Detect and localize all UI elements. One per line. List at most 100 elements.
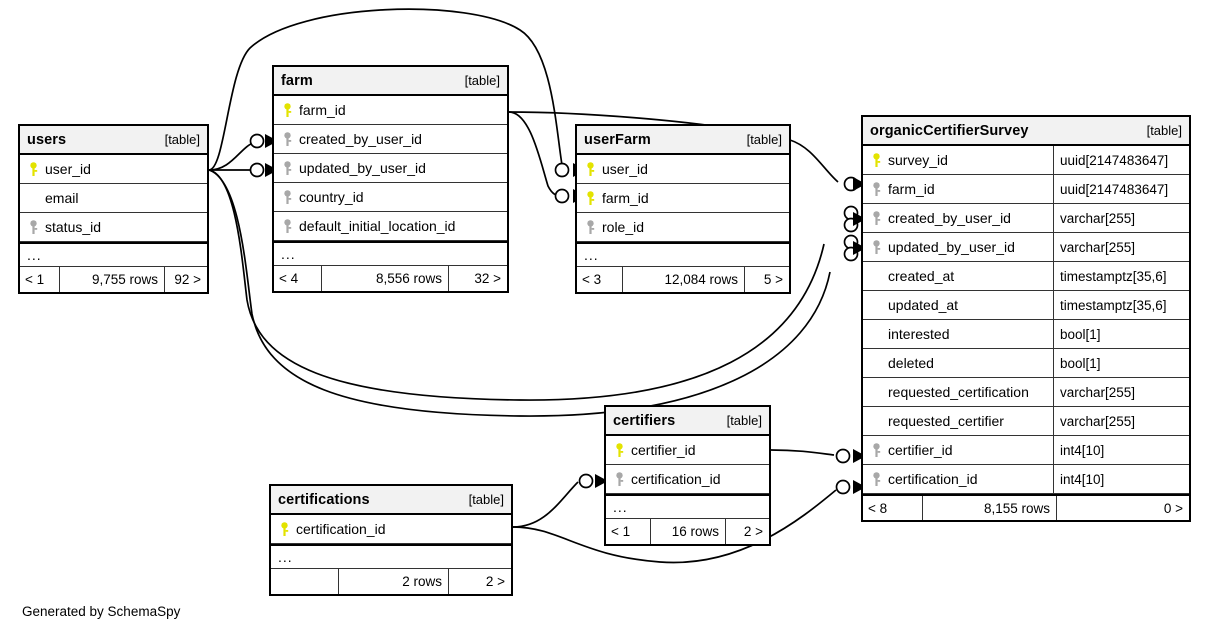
column-row[interactable]: status_id — [20, 213, 207, 242]
column-name-cell: survey_id — [863, 152, 1053, 168]
table-title: organicCertifierSurvey — [870, 122, 1029, 139]
column-label: created_by_user_id — [888, 210, 1011, 226]
column-label: created_by_user_id — [299, 131, 422, 147]
column-row[interactable]: requested_certifier varchar[255] — [863, 407, 1189, 436]
table-footer: < 1 9,755 rows 92 > — [20, 266, 207, 292]
column-row[interactable]: updated_by_user_id varchar[255] — [863, 233, 1189, 262]
table-header: certifiers [table] — [606, 407, 769, 436]
table-footer: < 1 16 rows 2 > — [606, 518, 769, 544]
column-label: certifier_id — [888, 442, 953, 458]
column-name-cell: created_at — [863, 268, 1053, 284]
ellipsis-label: ... — [281, 246, 296, 262]
footer-rowcount: 8,155 rows — [923, 496, 1057, 520]
column-name-cell: email — [20, 190, 207, 206]
column-row[interactable]: email — [20, 184, 207, 213]
column-type: varchar[255] — [1053, 407, 1189, 435]
column-row[interactable]: farm_id — [577, 184, 789, 213]
more-columns-indicator: ... — [577, 242, 789, 266]
table-title: certifications — [278, 491, 370, 508]
column-row[interactable]: farm_id uuid[2147483647] — [863, 175, 1189, 204]
column-row[interactable]: requested_certification varchar[255] — [863, 378, 1189, 407]
column-type: varchar[255] — [1053, 378, 1189, 406]
column-row[interactable]: user_id — [577, 155, 789, 184]
footer-parents: < 8 — [863, 496, 923, 520]
column-label: role_id — [602, 219, 645, 235]
column-type: int4[10] — [1053, 436, 1189, 464]
primary-key-icon — [283, 102, 292, 118]
column-label: default_initial_location_id — [299, 218, 456, 234]
primary-key-icon — [586, 190, 595, 206]
foreign-key-icon — [872, 210, 881, 226]
column-row[interactable]: updated_by_user_id — [274, 154, 507, 183]
table-farm[interactable]: farm [table] farm_id created_by_user_id — [272, 65, 509, 293]
column-row[interactable]: certification_id — [606, 465, 769, 494]
table-tag: [table] — [726, 413, 762, 428]
footer-children: 2 > — [743, 524, 763, 539]
column-row[interactable]: updated_at timestamptz[35,6] — [863, 291, 1189, 320]
table-certifications[interactable]: certifications [table] certification_id … — [269, 484, 513, 596]
table-header: organicCertifierSurvey [table] — [863, 117, 1189, 146]
column-row[interactable]: created_at timestamptz[35,6] — [863, 262, 1189, 291]
column-row[interactable]: certification_id — [271, 515, 511, 544]
column-label: updated_by_user_id — [299, 160, 426, 176]
table-tag: [table] — [164, 132, 200, 147]
column-row[interactable]: certifier_id int4[10] — [863, 436, 1189, 465]
no-key-spacer — [872, 385, 881, 400]
foreign-key-icon — [872, 471, 881, 487]
foreign-key-icon — [872, 181, 881, 197]
column-name-cell: created_by_user_id — [274, 131, 507, 147]
column-row[interactable]: interested bool[1] — [863, 320, 1189, 349]
column-label: country_id — [299, 189, 364, 205]
column-name-cell: default_initial_location_id — [274, 218, 507, 234]
column-row[interactable]: certifier_id — [606, 436, 769, 465]
column-label: created_at — [888, 268, 955, 284]
column-name-cell: certification_id — [606, 471, 769, 487]
table-title: certifiers — [613, 412, 676, 429]
column-row[interactable]: created_by_user_id — [274, 125, 507, 154]
column-name-cell: deleted — [863, 355, 1053, 371]
column-label: email — [45, 190, 79, 206]
column-row[interactable]: deleted bool[1] — [863, 349, 1189, 378]
column-row[interactable]: farm_id — [274, 96, 507, 125]
column-type: timestamptz[35,6] — [1053, 291, 1189, 319]
table-header: farm [table] — [274, 67, 507, 96]
table-userFarm[interactable]: userFarm [table] user_id farm_id — [575, 124, 791, 294]
column-row[interactable]: default_initial_location_id — [274, 212, 507, 241]
column-label: certification_id — [888, 471, 978, 487]
column-name-cell: farm_id — [274, 102, 507, 118]
table-certifiers[interactable]: certifiers [table] certifier_id certific… — [604, 405, 771, 546]
footer-rowcount: 8,556 rows — [322, 266, 449, 291]
column-label: requested_certification — [888, 384, 1029, 400]
table-header: userFarm [table] — [577, 126, 789, 155]
column-row[interactable]: user_id — [20, 155, 207, 184]
foreign-key-icon — [872, 239, 881, 255]
column-row[interactable]: role_id — [577, 213, 789, 242]
column-name-cell: farm_id — [863, 181, 1053, 197]
footer-children: 2 > — [485, 574, 505, 589]
more-columns-indicator: ... — [274, 241, 507, 265]
footer-parents: < 3 — [577, 267, 623, 292]
column-label: certifier_id — [631, 442, 696, 458]
more-columns-indicator: ... — [271, 544, 511, 568]
column-label: requested_certifier — [888, 413, 1004, 429]
column-label: farm_id — [602, 190, 649, 206]
column-name-cell: role_id — [577, 219, 789, 235]
column-name-cell: certification_id — [863, 471, 1053, 487]
table-footer: 2 rows 2 > — [271, 568, 511, 594]
column-label: status_id — [45, 219, 102, 235]
table-users[interactable]: users [table] user_id email status_id — [18, 124, 209, 294]
column-row[interactable]: country_id — [274, 183, 507, 212]
column-type: varchar[255] — [1053, 233, 1189, 261]
primary-key-icon — [280, 521, 289, 537]
column-type: varchar[255] — [1053, 204, 1189, 232]
column-row[interactable]: survey_id uuid[2147483647] — [863, 146, 1189, 175]
footer-children: 5 > — [763, 272, 783, 287]
column-name-cell: country_id — [274, 189, 507, 205]
column-row[interactable]: created_by_user_id varchar[255] — [863, 204, 1189, 233]
foreign-key-icon — [586, 219, 595, 235]
table-title: users — [27, 131, 67, 148]
primary-key-icon — [872, 152, 881, 168]
table-organicCertifierSurvey[interactable]: organicCertifierSurvey [table] survey_id… — [861, 115, 1191, 522]
footer-rowcount: 9,755 rows — [60, 267, 165, 292]
column-row[interactable]: certification_id int4[10] — [863, 465, 1189, 494]
